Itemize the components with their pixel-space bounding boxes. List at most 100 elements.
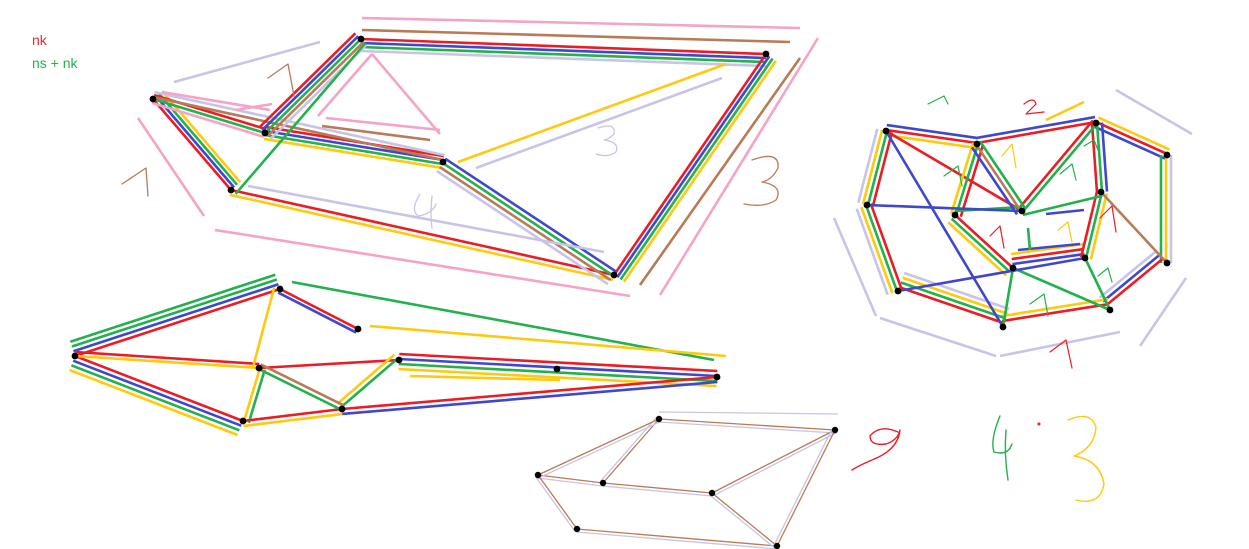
edge-blue (73, 283, 279, 353)
edge-lavender (903, 271, 1010, 311)
edge-red (258, 32, 357, 129)
annotation-4: 4 (992, 415, 1013, 481)
edge-green (866, 130, 889, 206)
edge-blue (155, 95, 236, 189)
handwritten-digit-1-red (1049, 339, 1073, 369)
handwritten-digit (267, 63, 295, 97)
edge-red (976, 120, 1097, 145)
edge-blue (72, 359, 242, 427)
edge-blue (897, 256, 1086, 293)
annotation-1-left: 1 (121, 167, 149, 197)
handwritten-digit-3-yellow (1067, 415, 1105, 502)
graph-node (534, 471, 542, 479)
edge-yellow (409, 374, 561, 382)
edge-pink (151, 101, 265, 139)
handwritten-digit-1-green (1083, 139, 1099, 151)
edge-red (612, 53, 768, 276)
edge-lavender (832, 217, 878, 317)
graph-node (973, 140, 981, 148)
edge-red (885, 129, 1023, 213)
graph-node (863, 201, 871, 209)
edge-blue (1017, 242, 1081, 252)
graph-node (1092, 119, 1100, 127)
edge-lavender (535, 476, 576, 532)
graph-node (439, 158, 447, 166)
edge-lavender (713, 432, 837, 497)
graph-4-plain (534, 411, 839, 549)
edge-lavender (857, 128, 879, 204)
edge-red (152, 98, 232, 191)
edge-yellow (861, 129, 884, 205)
edge-red (360, 37, 767, 56)
edge-red (74, 287, 281, 358)
graph-node (261, 129, 269, 137)
edge-brown (321, 124, 431, 142)
handwritten-digit-1-red (989, 225, 1005, 249)
edge-blue (886, 123, 979, 140)
edge-blue (975, 115, 1096, 140)
edge-pink (136, 117, 206, 217)
edge-yellow (622, 60, 777, 283)
graph-node (338, 405, 346, 413)
edge-green (1001, 267, 1015, 328)
annotation-3: 3 (0, 0, 1105, 502)
edge-yellow (69, 368, 239, 437)
graph-node (599, 479, 607, 487)
edge-yellow (336, 353, 396, 405)
edge-yellow (1089, 193, 1109, 260)
edge-green (1083, 257, 1112, 311)
edge-lavender (1115, 88, 1193, 136)
edge-lavender (658, 421, 835, 434)
graph-1-quadrilateral (136, 16, 820, 298)
graph-node (882, 127, 890, 135)
graph-node (713, 373, 721, 381)
edge-blue (1012, 252, 1085, 266)
edge-lavender (360, 49, 766, 68)
annotation-text: 3 (0, 0, 1, 1)
annotation-text: 3 (0, 0, 1, 1)
edge-red (399, 352, 718, 373)
edge-blue (342, 380, 718, 416)
graph-node (610, 271, 618, 279)
edge-green (152, 97, 266, 135)
graph-node (762, 50, 770, 58)
graph-node (773, 542, 781, 549)
graph-node (255, 364, 263, 372)
graph-node (999, 323, 1007, 331)
edge-green (70, 364, 240, 432)
graph-node (71, 352, 79, 360)
edge-yellow (947, 221, 1008, 277)
edge-brown (776, 429, 836, 547)
handwritten-digit (413, 193, 437, 229)
edge-lavender (855, 208, 889, 296)
annotation-1-top: 1 (0, 0, 295, 97)
edge-blue (360, 41, 766, 60)
edge-brown (711, 429, 836, 494)
annotation-text: 1 (0, 0, 1, 1)
edge-green (291, 280, 715, 362)
edge-pink (371, 53, 441, 135)
graph-3-circular (832, 88, 1193, 358)
edge-red (230, 188, 615, 277)
graph-node (395, 356, 403, 364)
edge-green (1095, 122, 1104, 193)
edge-green (1084, 191, 1104, 259)
edge-brown (537, 474, 578, 530)
edge-red (898, 285, 1005, 325)
edge-red (954, 214, 1014, 269)
edge-blue (1100, 122, 1109, 192)
edge-blue (261, 35, 360, 132)
handwritten-annotations: 1 1 4 3 3 9 (0, 0, 1117, 502)
edge-green (979, 141, 1027, 210)
edge-red (1105, 257, 1165, 307)
edge-green (264, 133, 443, 166)
edge-brown (975, 143, 1023, 213)
handwritten-digit-1-green (943, 165, 963, 187)
edge-lavender (475, 76, 723, 170)
edge-pink (658, 37, 820, 296)
edge-lavender (576, 531, 777, 549)
edge-red (871, 132, 894, 207)
edge-lavender (247, 184, 605, 254)
edge-blue (1093, 125, 1166, 160)
